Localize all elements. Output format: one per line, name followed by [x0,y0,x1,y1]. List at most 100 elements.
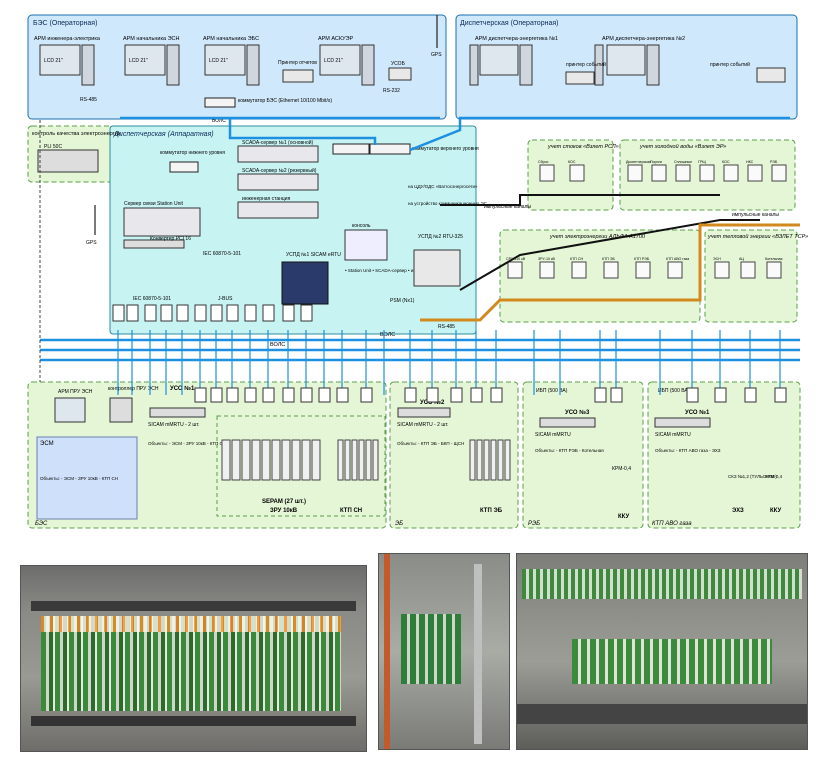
eng-label: инженерная станция [242,196,291,202]
io-module [714,387,727,403]
meter-label: Сброс [538,160,549,164]
arm6-label: АРМ диспетчера-энергетика №2 [602,36,685,42]
workstations-dispatch [469,44,786,86]
kku-label: ККУ [618,514,629,520]
sepam-relay [231,439,241,481]
uso2-objects: Объекты: - КТП ЭБ - БКП - ЩСН [397,441,464,446]
to-comm-label: на устройство коммуникационных ЭС [408,200,488,206]
meter-device [667,261,683,279]
ibp-label-1: ИБП (500 ВА) [536,388,568,394]
ktp-relay [497,439,504,481]
network-diagram: БЭС (Операторная) Диспетчерская (Операто… [27,14,808,529]
uspd1-label: УСПД №1 SICAM eRTU [286,252,341,258]
ehz-label: ЭХЗ [732,508,744,514]
io-module [126,304,139,322]
krm2-label: КРМ-0,4 [765,474,783,479]
ctrl-esn-label: контроллер ПРУ ЭСН [108,386,159,392]
io-module [176,304,189,322]
ktp-relay [344,439,351,481]
cold-label: учет холодной воды «Взлет ЭР» [639,143,726,150]
sepam-relay [221,439,231,481]
meter-device [766,261,782,279]
arm-esn-label: АРМ ПРУ ЭСН [58,389,93,395]
meter-label: РЭБ [770,160,778,164]
printer-reports-label: Принтер отчетов [278,60,317,66]
sepam-relay [271,439,281,481]
impulse-bus [440,194,720,206]
meter-device [747,164,763,182]
uspd2-label: УСПД №2 RTU-325 [418,234,463,240]
meter-label: СРУ-110 кВ [506,257,526,261]
io-module [262,304,275,322]
gps-label-left: GPS [86,240,97,246]
sepam-relay [281,439,291,481]
ktp-relay [483,439,490,481]
io-module [282,304,295,322]
bus-drops [117,330,781,395]
arm3-label: АРМ начальника ЭБС [203,36,259,42]
stoki-label: учет стоков «Взлет РСЛ» [547,144,619,150]
eng-station [237,201,319,219]
uspd2-device [413,249,461,287]
ktp-avo-panel [647,381,801,529]
ktp-relay [490,439,497,481]
converter-label: Конвертер PCI 16 [150,236,191,242]
uso-label: УСОБ [391,61,406,67]
vols-top-label: ВОЛС [212,118,226,124]
sicam1-label: SICAM mMRTU - 2 шт. [148,422,200,428]
meter-device [507,261,523,279]
elec-label: учет электроэнергии АЛЬФА А1700 [549,234,646,240]
io-module [112,304,125,322]
lcd-label-2: LCD 21" [129,58,148,64]
uso4-label: УСО №1 [685,409,710,416]
meter-label: АЦ [739,257,744,261]
printer-events-label-1: принтер событий [566,61,606,68]
bes-title: БЭС (Операторная) [33,20,97,27]
lower-switch-label: коммутатор нижнего уровня [160,150,225,156]
io-module [774,387,787,403]
meter-label: КОС [722,160,730,164]
uso1-objects: Объекты: - ЭСМ - ЗРУ 10кВ - КТП СН [148,441,226,446]
meter-device [627,164,643,182]
scada1-server [237,145,319,163]
rs485-hw-label: RS-485 [438,324,455,330]
io-module [160,304,173,322]
upper-switch-label: коммутатор верхнего уровня [412,146,479,152]
meter-device [635,261,651,279]
station-unit-label: Сервер связи Station Unit [124,201,183,207]
io-module [226,387,239,403]
io-module [282,387,295,403]
gps-label-top: GPS [431,52,442,58]
meter-label: КТП СН [570,257,583,261]
sepam-label: SEPAM (27 шт.) [262,499,306,505]
console-monitor [344,229,388,261]
meter-device [539,164,555,182]
sicam4-device [654,417,711,428]
krm-label: КРМ-0,4 [612,466,631,472]
arm4-label: АРМ АСКУЭР [318,36,353,42]
sepam-relay [241,439,251,481]
meter-device [571,261,587,279]
io-module [426,387,439,403]
meter-device [675,164,691,182]
esm-objects: Объекты: - ЭСМ - ЗРУ 10кВ - КТП СН [40,476,118,481]
impulse-bus-2 [459,219,760,291]
iec1-label: IEC 60870-5-101 [203,251,241,257]
bes-switch [204,97,236,108]
meter-label: Котельная [765,257,782,261]
io-module [300,304,313,322]
meter-device [723,164,739,182]
io-module [470,387,483,403]
meter-label: Диспетчерская [626,160,651,164]
rs485-top-label: RS-485 [80,97,97,103]
sicam4-label: SICAM mMRTU [655,432,691,438]
meter-label: КТП АВО газа [666,257,689,261]
bes-switch-label: коммутатор БЭС (Ethernet 10/100 Mbit/s) [238,98,332,104]
arm-esn-pc [54,397,86,423]
scada2-server [237,173,319,191]
meter-label: ЭСН [713,257,721,261]
cabinet-photo-right [516,553,808,750]
ctrl-esn-device [109,397,133,423]
rs232-label: RS-232 [383,88,400,94]
